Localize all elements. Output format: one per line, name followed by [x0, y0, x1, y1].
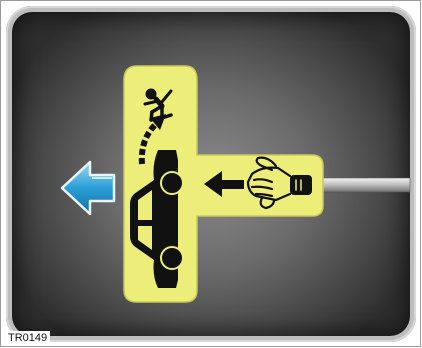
figure-code-label: TR0149	[6, 331, 50, 344]
blue-arrow-left-icon	[62, 162, 114, 214]
cable	[318, 178, 410, 192]
